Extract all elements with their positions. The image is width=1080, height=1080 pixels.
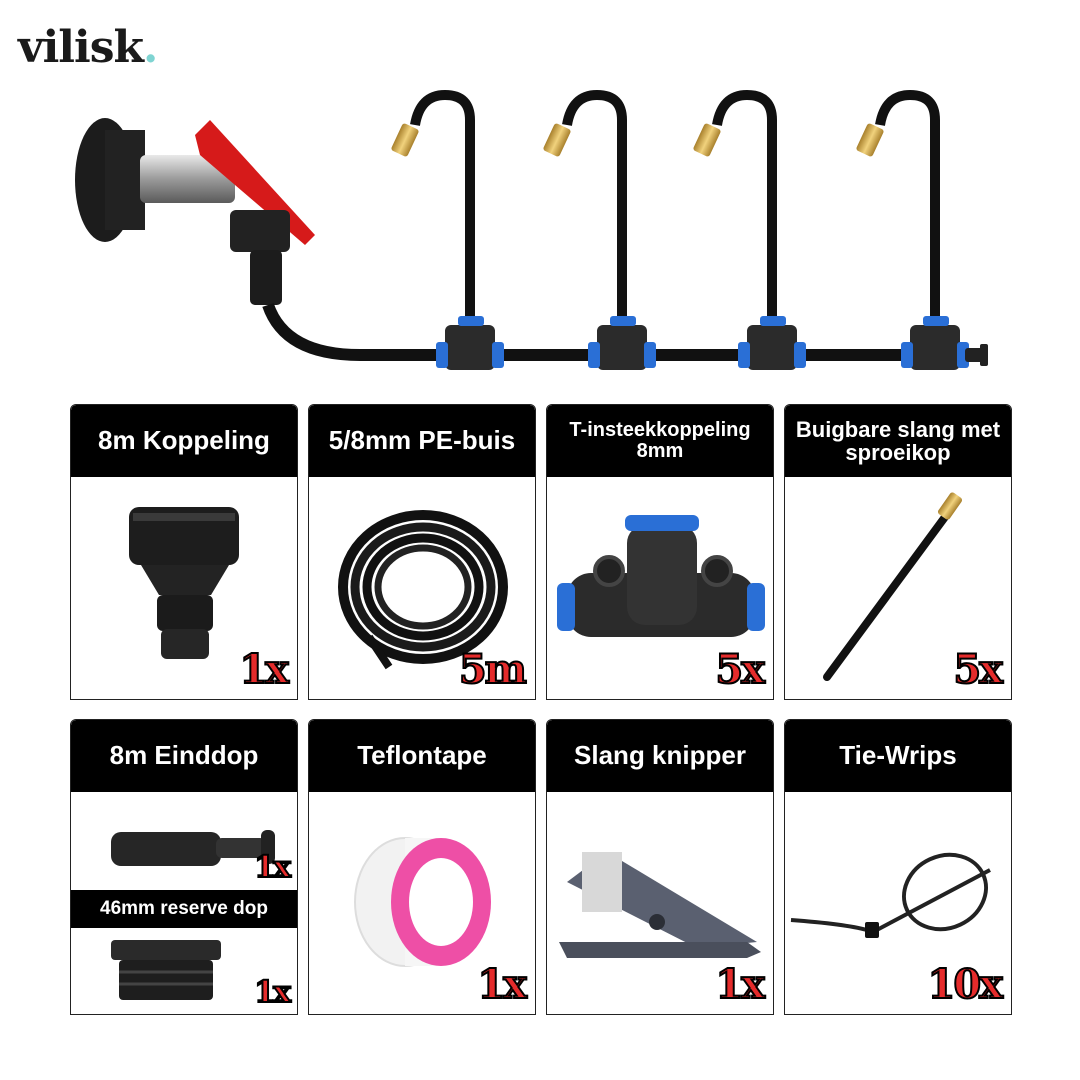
product-card-teflon-tape: Teflontape 1x [308,719,536,1015]
t-connector-riser-3 [693,89,806,370]
coupling-icon [129,507,239,659]
t-connector-riser-1 [391,89,504,370]
product-card-coupling: 8m Koppeling 1x [70,404,298,700]
product-card-tube-cutter: Slang knipper 1x [546,719,774,1015]
t-connector-riser-2 [543,89,656,370]
brand-logo: vilisk. [18,22,158,73]
reserve-cap-icon [111,940,221,1000]
t-connector-icon [557,515,765,637]
product-card-end-cap: 8m Einddop 1x 46mm reserve dop 1x [70,719,298,1015]
product-card-t-connector: T-insteekkoppeling 8mm 5x [546,404,774,700]
product-title: Slang knipper [547,720,773,792]
product-quantity: 10x [926,960,1003,1009]
product-title: Tie-Wrips [785,720,1011,792]
main-pe-tube [262,302,980,361]
product-title: 5/8mm PE-buis [309,405,535,477]
teflon-tape-icon [354,837,491,967]
tube-coil-icon [338,510,508,670]
sub-product-title: 46mm reserve dop [71,890,297,928]
product-title: T-insteekkoppeling 8mm [547,405,773,477]
product-title: 8m Einddop [71,720,297,792]
product-quantity: 1x [476,960,528,1009]
product-quantity: 5m [458,645,528,694]
assembled-kit-illustration [75,89,988,370]
nozzle-hose-icon [823,492,963,681]
sub-top-quantity: 1x [253,849,292,886]
ibc-tap-icon [75,118,315,305]
sub-product-quantity: 1x [253,974,292,1011]
product-title: 8m Koppeling [71,405,297,477]
product-quantity: 1x [238,645,290,694]
cable-tie-icon [790,852,991,938]
product-quantity: 5x [952,645,1004,694]
product-card-pe-tube: 5/8mm PE-buis 5m [308,404,536,700]
end-cap-icon [111,830,275,866]
product-card-nozzle-hose: Buigbare slang met sproeikop 5x [784,404,1012,700]
product-quantity: 1x [714,960,766,1009]
product-title: Teflontape [309,720,535,792]
tube-cutter-icon [559,852,761,958]
t-connector-riser-4 [856,89,969,370]
brand-name: vilisk [18,22,144,73]
end-cap-part [965,348,983,362]
product-title: Buigbare slang met sproeikop [785,405,1011,477]
brand-dot: . [142,22,158,73]
product-quantity: 5x [714,645,766,694]
product-card-cable-ties: Tie-Wrips 10x [784,719,1012,1015]
